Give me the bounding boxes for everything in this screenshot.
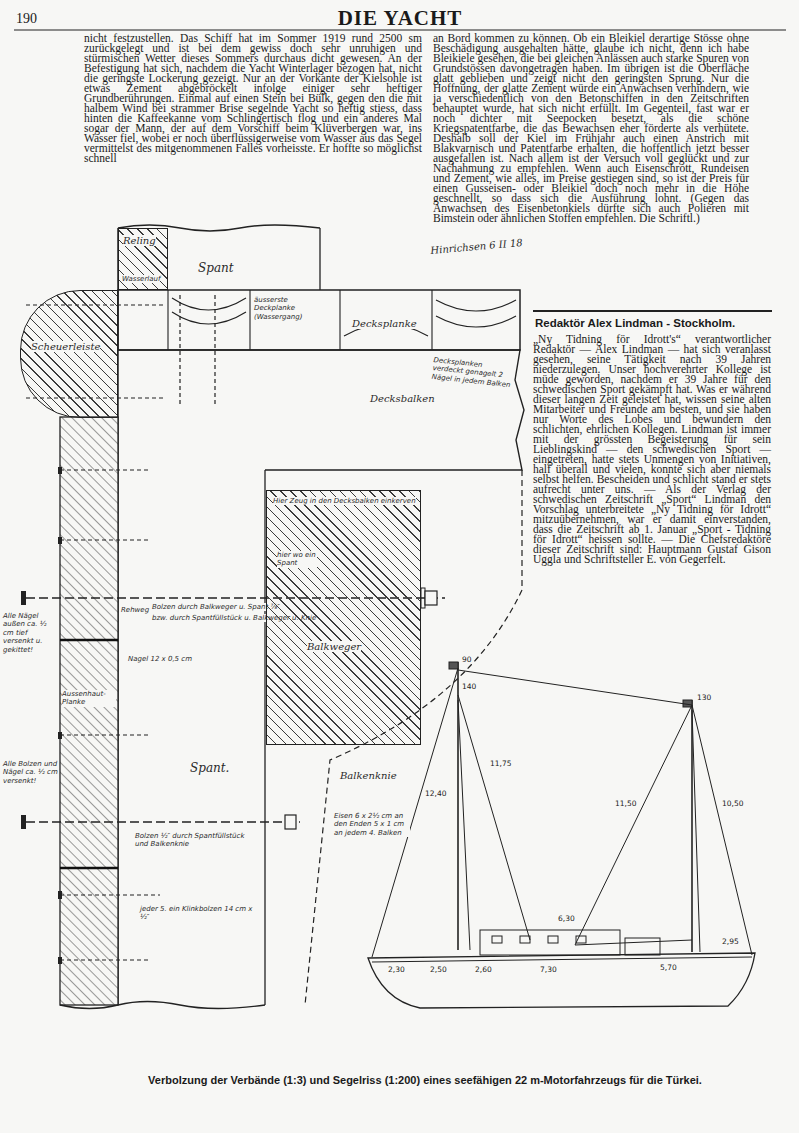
article-text: „Ny Tidning för Idrott's“ verantwortlich… (533, 334, 771, 564)
dimension: 11,75 (490, 760, 511, 768)
article-heading: Redaktör Alex Lindman - Stockholm. (535, 317, 735, 331)
note: Hier Zeug in den Decksbalken einkerven (273, 497, 416, 505)
nail-heads (58, 467, 62, 964)
break-line (60, 1002, 265, 1009)
dimension: 7,30 (540, 966, 557, 974)
part-label: äusserste Deckplanke (Wassergang) (254, 296, 326, 321)
bolt-label: Bolzen ½″ durch Spantfüllstück und Balke… (135, 832, 255, 849)
note: Alle Bolzen und Nägel ca. ½ cm versenkt! (3, 760, 58, 785)
rail-section: RelingWasserlauf (118, 228, 168, 290)
dimension: 12,40 (425, 790, 446, 798)
part-label: Decksbalken (370, 393, 435, 404)
rubbing-strake-section: Scheuerleiste (20, 290, 118, 418)
deck-planks (118, 290, 520, 350)
dimension: 2,60 (475, 966, 492, 974)
dimension: 90 (462, 656, 472, 664)
header-rule (14, 29, 786, 30)
note: Eisen 6 x 2½ cm an den Enden 5 x 1 cm an… (334, 812, 410, 837)
nut (285, 815, 296, 829)
part-label: Balkweger (307, 641, 361, 652)
note: Alle Nägel außen ca. ½ cm tief versenkt … (3, 612, 58, 654)
part-label: Wasserlauf (122, 275, 160, 283)
text-column: an Bord kommen zu können. Ob ein Bleikie… (433, 33, 749, 340)
dimension: 2,30 (388, 966, 405, 974)
plank-seam (60, 639, 118, 642)
beam-shelf-section: Hier Zeug in den Decksbalken einkerven hi… (266, 490, 421, 745)
part-label: Spant. (190, 762, 229, 775)
washer (421, 588, 425, 608)
bolt-head (21, 815, 26, 829)
nut (425, 591, 437, 605)
dimension: 5,70 (660, 964, 677, 972)
planking-strip (60, 417, 118, 1005)
bolt-label: jeder 5. ein Klinkbolzen 14 cm x ½″ (140, 905, 255, 922)
dimension: 6,30 (558, 915, 575, 923)
part-label: Rehweg (121, 606, 149, 614)
part-label: Aussenhaut-Planke (62, 690, 116, 707)
part-label: Balkenknie (340, 770, 397, 781)
note: hier wo ein Spant (277, 551, 317, 568)
dimension: 2,50 (430, 966, 447, 974)
sail-plan (368, 662, 755, 1008)
dimension: 11,50 (615, 800, 636, 808)
dimension: 10,50 (722, 800, 743, 808)
bolt-head (21, 591, 26, 605)
signature: Hinrichsen 6 II 18 (430, 237, 523, 256)
dimension: 140 (462, 683, 476, 691)
dimension: 2,95 (722, 938, 739, 946)
article-text: an Bord kommen zu können. Ob ein Bleikie… (433, 33, 749, 223)
page-number: 190 (16, 12, 37, 26)
page-title: DIE YACHT (250, 8, 550, 29)
figure-caption: Verbolzung der Verbände (1:3) und Segelr… (60, 1074, 790, 1087)
part-label: Decksplanke (352, 318, 417, 329)
note: Decksplanken verdeckt genagelt 2 Nägel i… (431, 356, 515, 390)
article-text: nicht festzustellen. Das Schiff hat im S… (84, 33, 422, 163)
bolt (26, 821, 300, 823)
bolt-label: Bolzen durch Balkweger u. Spant ⅞″ (152, 603, 280, 611)
frame-edge (319, 228, 320, 290)
dimension: 130 (697, 694, 711, 702)
plank-seam (60, 867, 118, 870)
part-label: Reling (123, 235, 156, 246)
part-label: Scheuerleiste (31, 341, 100, 352)
deck-beam (118, 350, 524, 470)
section-rule (533, 310, 772, 312)
part-label: Spant (198, 262, 234, 275)
deck-plank-seams (168, 290, 516, 350)
nail-label: Nagel 12 x 0,5 cm (128, 655, 192, 663)
